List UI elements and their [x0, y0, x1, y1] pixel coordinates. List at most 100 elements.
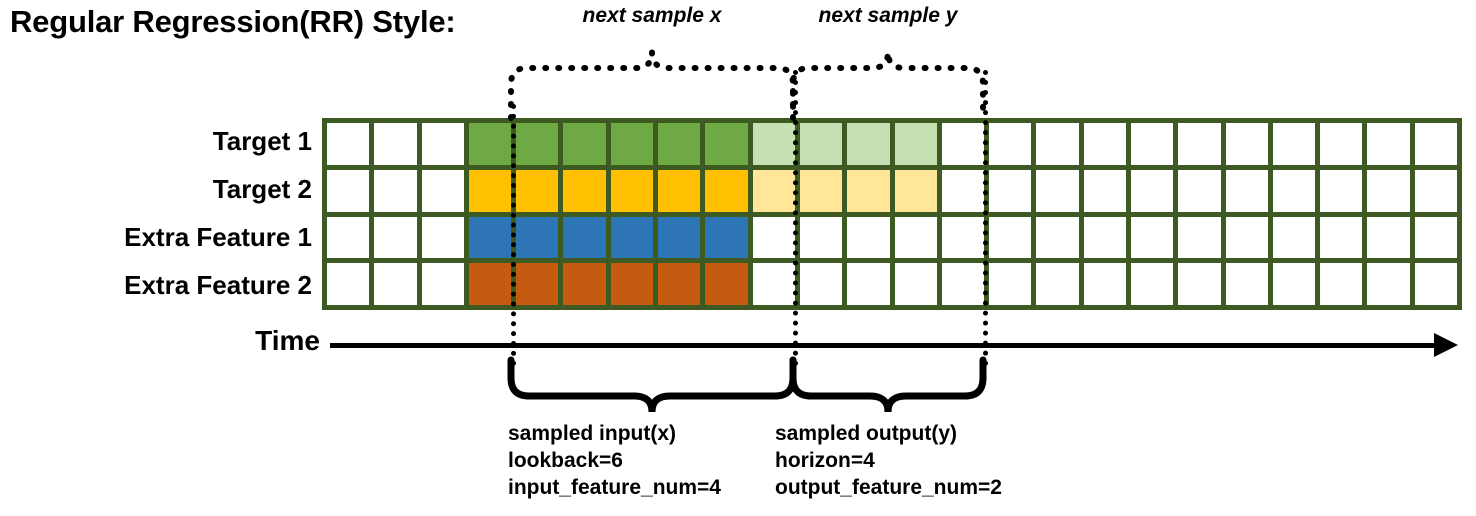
grid-cell-r1-c14-blank [941, 123, 985, 165]
bottom-brace-input [507, 356, 797, 413]
grid-cell-r3-c7-input [610, 216, 654, 259]
grid-cell-r1-c19-blank [1178, 123, 1221, 165]
horizon-value: horizon=4 [775, 449, 875, 472]
grid-cell-r4-c12-blank [847, 263, 890, 305]
grid-cell-r1-c6-input [563, 123, 606, 165]
lookback-value: lookback=6 [508, 449, 623, 472]
grid-cell-r1-c1-blank [327, 123, 370, 165]
grid-cell-r4-c24-blank [1414, 263, 1457, 305]
grid-cell-r4-c10-blank [752, 263, 795, 305]
divider-output-end [983, 70, 988, 366]
grid-cell-r2-c23-blank [1367, 169, 1410, 212]
grid-cell-r4-c9-input [705, 263, 748, 305]
grid-cell-r2-c16-blank [1036, 169, 1079, 212]
page-title: Regular Regression(RR) Style: [10, 4, 456, 39]
grid-cell-r1-c8-input [658, 123, 701, 165]
grid-cell-r4-c4-input [468, 263, 512, 305]
grid-cell-r3-c20-blank [1225, 216, 1268, 259]
grid-cell-r4-c5-input [516, 263, 559, 305]
grid-cell-r2-c10-output [752, 169, 795, 212]
grid-cell-r1-c24-blank [1414, 123, 1457, 165]
grid-cell-r2-c9-input [705, 169, 748, 212]
grid-cell-r2-c15-blank [989, 169, 1032, 212]
grid-cell-r3-c24-blank [1414, 216, 1457, 259]
grid-cell-r3-c8-input [658, 216, 701, 259]
divider-input-start [511, 104, 516, 366]
top-brace-y [790, 51, 986, 121]
grid-cell-r3-c4-input [468, 216, 512, 259]
grid-cell-r4-c6-input [563, 263, 606, 305]
grid-cell-r1-c17-blank [1083, 123, 1126, 165]
row-label-target-1: Target 1 [212, 126, 312, 156]
input-feature-num-value: input_feature_num=4 [508, 476, 721, 499]
bottom-caption-output: sampled output(y) horizon=4 output_featu… [775, 420, 1002, 501]
grid-cell-r2-c3-blank [421, 169, 464, 212]
grid-cell-r2-c5-input [516, 169, 559, 212]
grid-cell-r2-c2-blank [374, 169, 417, 212]
grid-cell-r4-c22-blank [1320, 263, 1363, 305]
grid-cell-r2-c1-blank [327, 169, 370, 212]
grid-cell-r4-c13-blank [894, 263, 937, 305]
grid-cell-r1-c18-blank [1130, 123, 1174, 165]
grid-cell-r4-c15-blank [989, 263, 1032, 305]
grid-cell-r1-c16-blank [1036, 123, 1079, 165]
grid-cell-r1-c21-blank [1272, 123, 1316, 165]
grid-cell-r3-c16-blank [1036, 216, 1079, 259]
grid-cell-r2-c14-blank [941, 169, 985, 212]
row-label-extra-feature-1: Extra Feature 1 [124, 222, 312, 252]
grid-cell-r1-c3-blank [421, 123, 464, 165]
grid-cell-r1-c11-output [799, 123, 843, 165]
bottom-brace-output [789, 356, 987, 413]
grid-cell-r2-c19-blank [1178, 169, 1221, 212]
grid-cell-r3-c15-blank [989, 216, 1032, 259]
grid-cell-r2-c6-input [563, 169, 606, 212]
sampled-output-title: sampled output(y) [775, 422, 957, 445]
grid-cell-r2-c22-blank [1320, 169, 1363, 212]
grid-cell-r1-c23-blank [1367, 123, 1410, 165]
grid-cell-r1-c12-output [847, 123, 890, 165]
grid-cell-r2-c8-input [658, 169, 701, 212]
grid-cell-r2-c18-blank [1130, 169, 1174, 212]
grid-cell-r1-c7-input [610, 123, 654, 165]
grid-cell-r4-c8-input [658, 263, 701, 305]
grid-cell-r4-c14-blank [941, 263, 985, 305]
grid-cell-r4-c18-blank [1130, 263, 1174, 305]
grid-cell-r2-c12-output [847, 169, 890, 212]
grid-cell-r1-c9-input [705, 123, 748, 165]
grid-cell-r4-c20-blank [1225, 263, 1268, 305]
row-label-extra-feature-2: Extra Feature 2 [124, 270, 312, 300]
grid-cell-r3-c17-blank [1083, 216, 1126, 259]
grid-cell-r3-c14-blank [941, 216, 985, 259]
grid-cell-r3-c18-blank [1130, 216, 1174, 259]
grid-cell-r2-c4-input [468, 169, 512, 212]
time-axis-label: Time [255, 325, 320, 356]
timeline-grid [322, 118, 1462, 310]
grid-cell-r4-c16-blank [1036, 263, 1079, 305]
grid-cell-r3-c9-input [705, 216, 748, 259]
grid-cell-r3-c3-blank [421, 216, 464, 259]
top-brace-x [508, 51, 796, 121]
grid-cell-r3-c12-blank [847, 216, 890, 259]
time-axis-arrowhead [1434, 333, 1458, 357]
output-feature-num-value: output_feature_num=2 [775, 476, 1002, 499]
grid-cell-r3-c1-blank [327, 216, 370, 259]
grid-cell-r3-c11-blank [799, 216, 843, 259]
grid-cell-r1-c5-input [516, 123, 559, 165]
grid-cell-r1-c10-output [752, 123, 795, 165]
grid-cell-r3-c6-input [563, 216, 606, 259]
grid-cell-r1-c15-blank [989, 123, 1032, 165]
grid-cell-r4-c19-blank [1178, 263, 1221, 305]
sampled-input-title: sampled input(x) [508, 422, 677, 445]
grid-cell-r3-c2-blank [374, 216, 417, 259]
grid-cell-r4-c21-blank [1272, 263, 1316, 305]
grid-cell-r4-c3-blank [421, 263, 464, 305]
grid-cell-r1-c2-blank [374, 123, 417, 165]
grid-cell-r4-c17-blank [1083, 263, 1126, 305]
grid-cell-r3-c10-blank [752, 216, 795, 259]
grid-cell-r2-c11-output [799, 169, 843, 212]
grid-cell-r3-c22-blank [1320, 216, 1363, 259]
grid-cell-r3-c5-input [516, 216, 559, 259]
grid-cell-r1-c13-output [894, 123, 937, 165]
grid-cell-r3-c19-blank [1178, 216, 1221, 259]
